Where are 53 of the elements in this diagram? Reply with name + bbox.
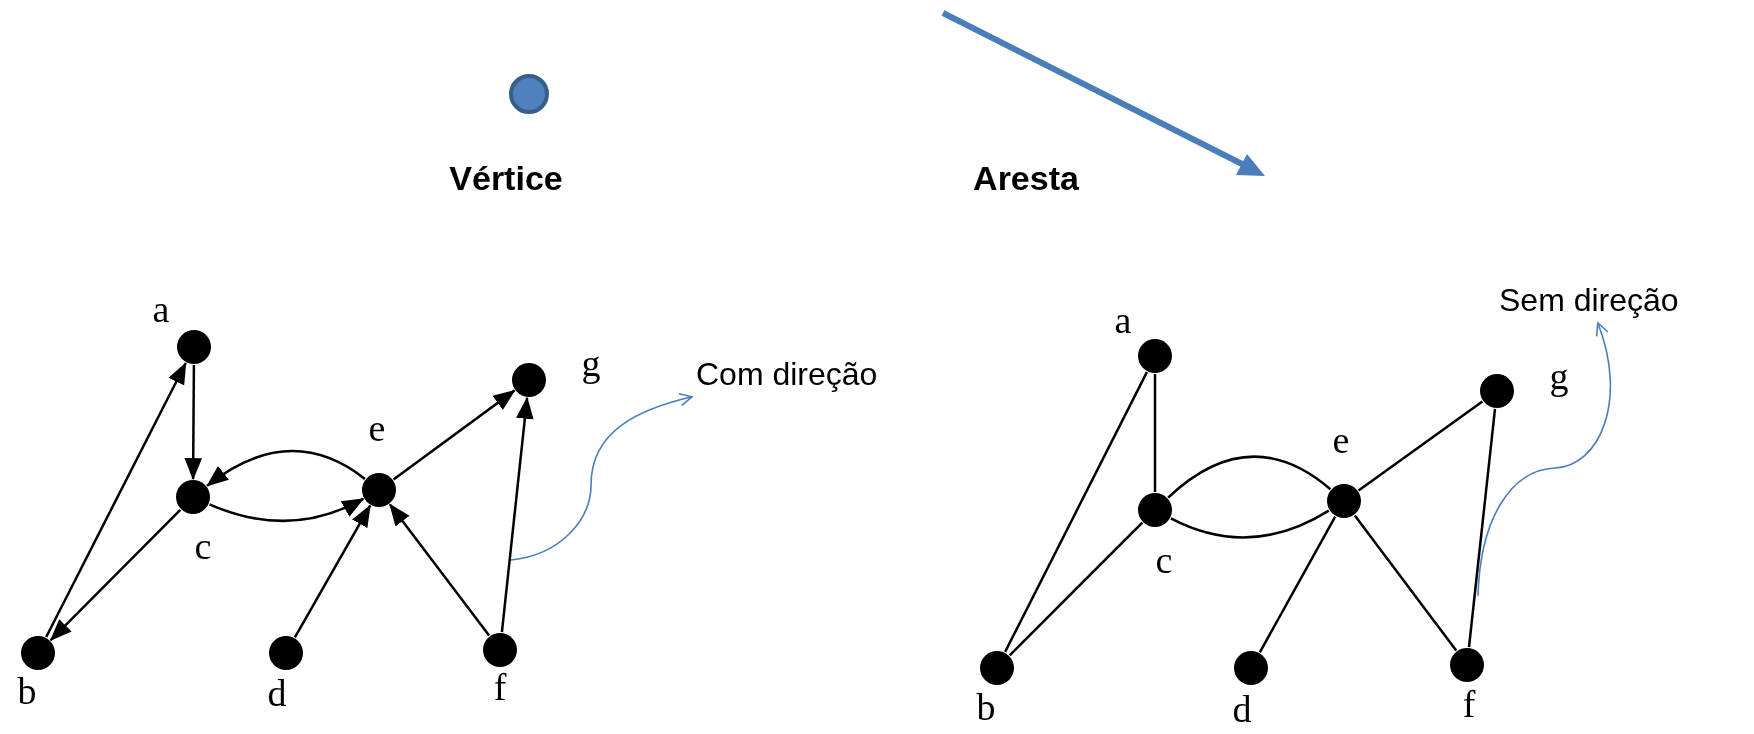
caption-text: Aresta [973, 161, 1079, 195]
vertex-label: g [1549, 357, 1569, 395]
directed-edge-arrow [388, 503, 491, 637]
vertex-dot [176, 480, 210, 514]
directed-edge-arrow [209, 497, 365, 522]
annotation-text: Sem direção [1499, 282, 1679, 319]
vertex-dot [1138, 339, 1172, 373]
undirected-edge-line [1467, 408, 1497, 648]
vertex-label: f [493, 668, 507, 706]
vertex-dot [1138, 493, 1172, 527]
vertex-dot [177, 330, 211, 364]
vertex-dot [980, 651, 1014, 685]
vertex-dot [1450, 648, 1484, 682]
directed-edge-arrow [206, 449, 366, 487]
undirected-edge-line [1167, 455, 1332, 499]
vertex-label: a [1114, 301, 1132, 339]
leader-arrow [1477, 322, 1611, 597]
vertex-dot [483, 633, 517, 667]
vertex-label: b [976, 688, 996, 726]
undirected-edge-line [1170, 509, 1330, 539]
directed-edge-arrow [392, 389, 516, 481]
vertex-dot [512, 363, 546, 397]
vertex-label: a [152, 290, 170, 328]
undirected-edge-line [1353, 514, 1458, 652]
annotation-text: Com direção [696, 356, 878, 393]
vertex-label: c [1155, 541, 1173, 579]
directed-edge-arrow [293, 504, 372, 638]
vertex-label: g [581, 344, 601, 382]
directed-edge-arrow [45, 362, 187, 638]
undirected-edge-line [1153, 374, 1157, 492]
vertex-dot [1327, 484, 1361, 518]
vertex-label: d [267, 674, 287, 712]
vertex-dot [21, 636, 55, 670]
vertex-label: e [1332, 421, 1350, 459]
vertex-dot [269, 636, 303, 670]
undirected-edge-line [1258, 516, 1337, 653]
directed-edge-arrow [500, 396, 534, 633]
vertex-dot [1234, 651, 1268, 685]
vertex-label: e [368, 409, 386, 447]
undirected-edge-line [1004, 371, 1148, 653]
undirected-edge-line [1008, 521, 1144, 657]
undirected-edge-line [1357, 400, 1484, 492]
vertex-sample-circle [509, 74, 549, 114]
directed-edge-arrow [184, 365, 203, 481]
vertex-dot [1480, 374, 1514, 408]
vertex-label: c [194, 527, 212, 565]
vertex-label: f [1462, 685, 1476, 723]
leader-arrow [510, 393, 693, 561]
caption-text: Vértice [449, 161, 563, 195]
vertex-label: b [17, 672, 37, 710]
vertex-label: d [1232, 690, 1252, 728]
vertex-dot [362, 473, 396, 507]
directed-edge-arrow [49, 508, 182, 642]
